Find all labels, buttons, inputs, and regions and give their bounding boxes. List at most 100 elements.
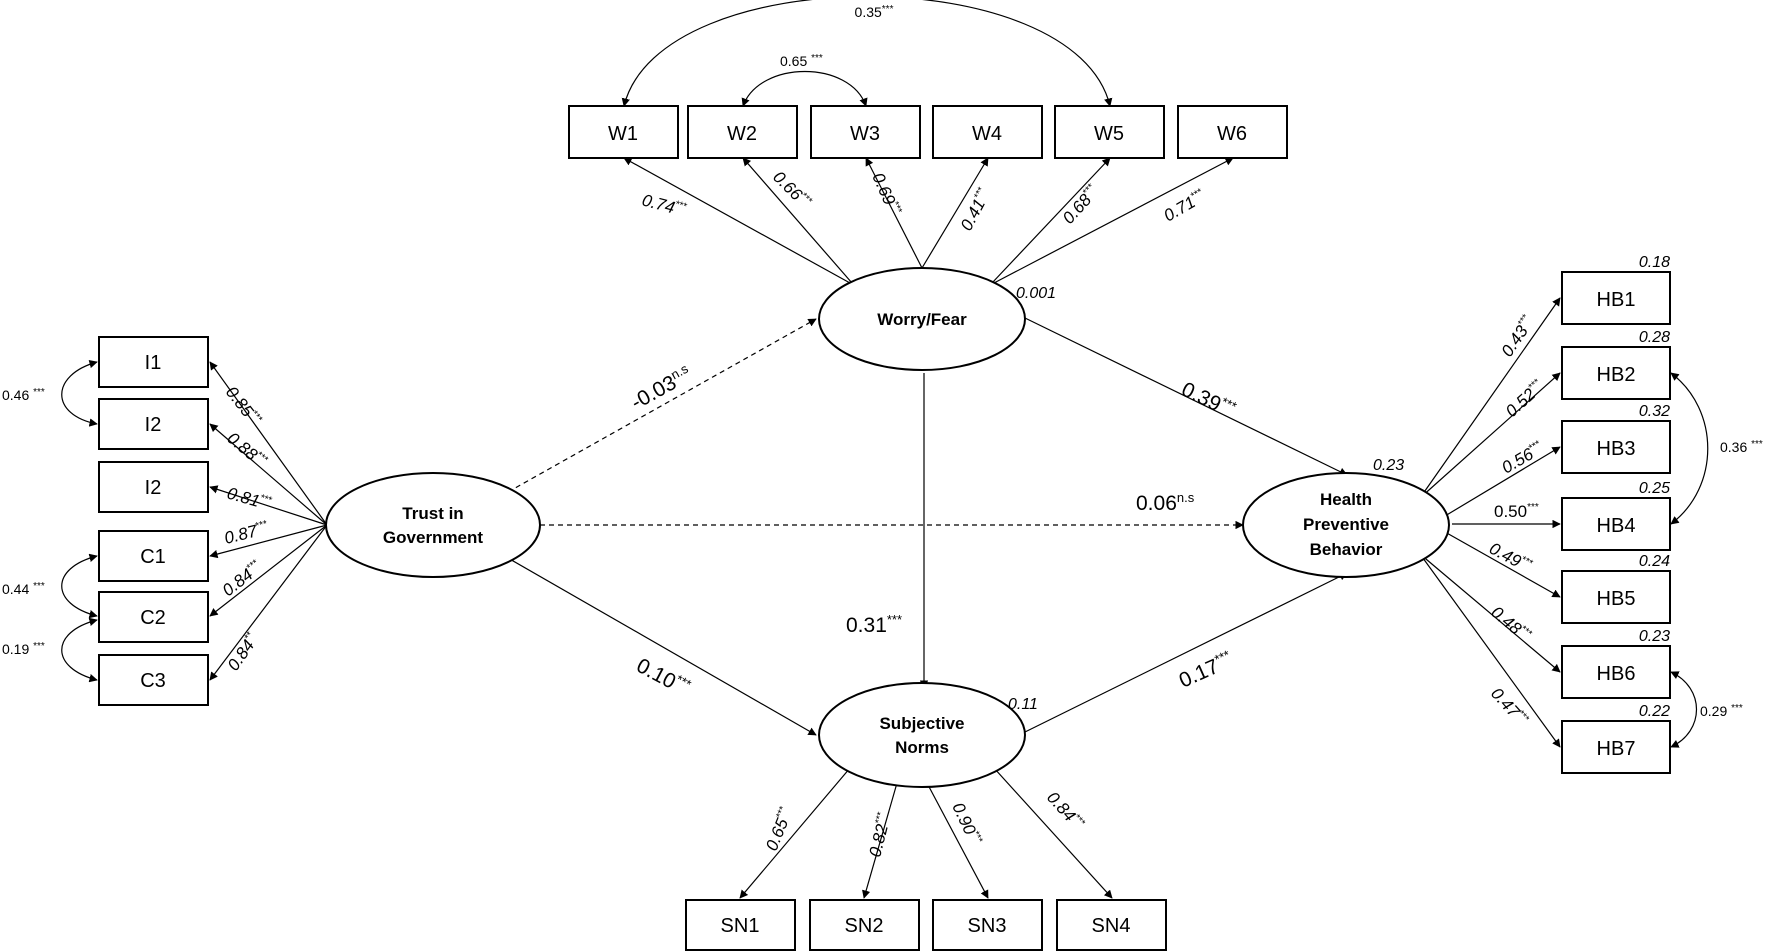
loading-arrow-w1 — [623, 157, 851, 284]
corr-i1-i2: 0.46 *** — [2, 387, 45, 403]
indicator-w6: W6 — [1217, 123, 1247, 145]
loading-arrow-hb2 — [1419, 372, 1561, 499]
path-trust-worry — [507, 318, 817, 493]
indicator-w3: W3 — [850, 123, 880, 145]
trust-loadings: 0.85*** 0.88*** 0.81*** 0.87*** 0.84*** … — [219, 383, 274, 675]
latent-hpb-label-2: Preventive — [1303, 515, 1389, 534]
indicator-i1: I1 — [145, 352, 162, 374]
indicator-sn1: SN1 — [721, 915, 760, 937]
corr-w2-w3: 0.65 *** — [780, 53, 823, 69]
loading-hb4: 0.50*** — [1494, 502, 1539, 521]
loading-arrow-i2a — [209, 423, 328, 526]
loading-w2: 0.66*** — [769, 167, 814, 212]
loading-arrow-w2 — [742, 157, 853, 284]
indicator-sn2: SN2 — [845, 915, 884, 937]
corr-hb6-hb7: 0.29 *** — [1700, 703, 1743, 719]
indicator-hb3: HB3 — [1597, 438, 1636, 460]
loading-arrow-hb1 — [1419, 297, 1561, 499]
loading-arrow-sn1 — [739, 767, 851, 899]
loading-arrow-sn3 — [926, 782, 989, 899]
latent-trust: Trust in Government — [325, 472, 541, 578]
corr-curve-w1-w5 — [621, 0, 1113, 107]
r2-hb2: 0.28 — [1639, 329, 1670, 346]
r2-hb3: 0.32 — [1639, 403, 1670, 420]
loading-sn3: 0.90*** — [948, 800, 984, 849]
norms-indicators: SN1 SN2 SN3 SN4 — [685, 899, 1167, 951]
indicator-w1: W1 — [608, 123, 638, 145]
loading-hb2: 0.52*** — [1502, 377, 1548, 421]
indicator-i2b: I2 — [145, 477, 162, 499]
r2-hb6: 0.23 — [1639, 628, 1670, 645]
norms-loadings: 0.65*** 0.82*** 0.90*** 0.84*** — [762, 788, 1087, 859]
latent-hpb: Health Preventive Behavior — [1242, 472, 1450, 578]
connector-lines — [61, 0, 1709, 899]
path-label-worry-norms: 0.31*** — [846, 612, 902, 637]
latent-trust-label-2: Government — [383, 528, 483, 547]
loading-w4: 0.41*** — [957, 185, 995, 234]
loading-arrow-sn2 — [862, 782, 898, 899]
trust-indicators: I1 I2 I2 C1 C2 C3 — [98, 336, 209, 706]
path-trust-norms — [507, 557, 817, 736]
r2-hb7: 0.22 — [1639, 703, 1670, 720]
path-label-trust-hpb: 0.06n.s — [1136, 490, 1195, 515]
indicator-i2a: I2 — [145, 414, 162, 436]
indicator-c2: C2 — [140, 607, 166, 629]
latent-norms-label-2: Norms — [895, 738, 949, 757]
corr-c2-c3: 0.19 *** — [2, 641, 45, 657]
indicator-w4: W4 — [972, 123, 1002, 145]
loading-arrow-w6 — [993, 157, 1234, 284]
latent-worry: Worry/Fear — [818, 267, 1026, 371]
latent-hpb-label-3: Behavior — [1310, 540, 1383, 559]
corr-curve-w2-w3 — [741, 70, 868, 107]
r2-worry: 0.001 — [1016, 285, 1056, 302]
indicator-c3: C3 — [140, 670, 166, 692]
loading-w1: 0.74*** — [640, 191, 688, 221]
loading-i2b: 0.81*** — [225, 484, 273, 515]
loading-hb1: 0.43*** — [1498, 312, 1539, 360]
r2-hpb: 0.23 — [1373, 457, 1404, 474]
loading-arrow-w4 — [921, 157, 989, 269]
path-worry-hpb — [1024, 317, 1348, 476]
indicator-hb2: HB2 — [1597, 364, 1636, 386]
indicator-w2: W2 — [727, 123, 757, 145]
path-labels: -0.03n.s 0.06n.s 0.39*** 0.31*** 0.10***… — [627, 361, 1239, 694]
indicator-sn4: SN4 — [1092, 915, 1131, 937]
latent-norms-label-1: Subjective — [879, 714, 964, 733]
path-label-worry-hpb: 0.39*** — [1178, 376, 1239, 423]
loading-c2: 0.84*** — [219, 558, 266, 601]
corr-curve-i1-i2 — [61, 359, 98, 427]
worry-indicators: W1 W2 W3 W4 W5 W6 — [568, 105, 1288, 159]
indicator-hb5: HB5 — [1597, 588, 1636, 610]
loading-sn1: 0.65*** — [762, 805, 796, 854]
loading-w3: 0.69*** — [868, 170, 904, 219]
loading-arrow-c1 — [209, 524, 328, 559]
correlation-labels: 0.35*** 0.65 *** 0.46 *** 0.44 *** 0.19 … — [2, 4, 1763, 719]
loading-arrow-w3 — [865, 157, 923, 269]
loading-arrow-c3 — [209, 524, 328, 681]
loading-arrow-hb5 — [1444, 531, 1561, 598]
latent-hpb-label-1: Health — [1320, 490, 1372, 509]
indicator-hb7: HB7 — [1597, 738, 1636, 760]
loading-hb3: 0.56*** — [1499, 439, 1547, 478]
r2-norms: 0.11 — [1008, 696, 1038, 713]
loading-arrow-sn4 — [993, 767, 1113, 899]
indicator-sn3: SN3 — [968, 915, 1007, 937]
corr-w1-w5: 0.35*** — [855, 4, 894, 20]
loading-sn4: 0.84*** — [1043, 788, 1087, 834]
loading-arrow-i2b — [209, 485, 328, 526]
corr-curve-c1-c2 — [61, 553, 98, 619]
corr-curve-c2-c3 — [61, 617, 98, 683]
corr-curve-hb6-hb7 — [1670, 671, 1697, 748]
latent-trust-label-1: Trust in — [402, 504, 463, 523]
indicator-hb6: HB6 — [1597, 663, 1636, 685]
loading-arrow-c2 — [209, 524, 328, 617]
r2-hb5: 0.24 — [1639, 553, 1670, 570]
worry-loadings: 0.74*** 0.66*** 0.69*** 0.41*** 0.68*** … — [640, 167, 1205, 234]
indicator-hb1: HB1 — [1597, 289, 1636, 311]
loading-arrow-hb6 — [1419, 553, 1561, 673]
indicator-c1: C1 — [140, 546, 166, 568]
latent-worry-label: Worry/Fear — [877, 310, 967, 329]
loading-hb6: 0.48*** — [1487, 603, 1534, 646]
loading-arrow-hb7 — [1419, 553, 1561, 748]
